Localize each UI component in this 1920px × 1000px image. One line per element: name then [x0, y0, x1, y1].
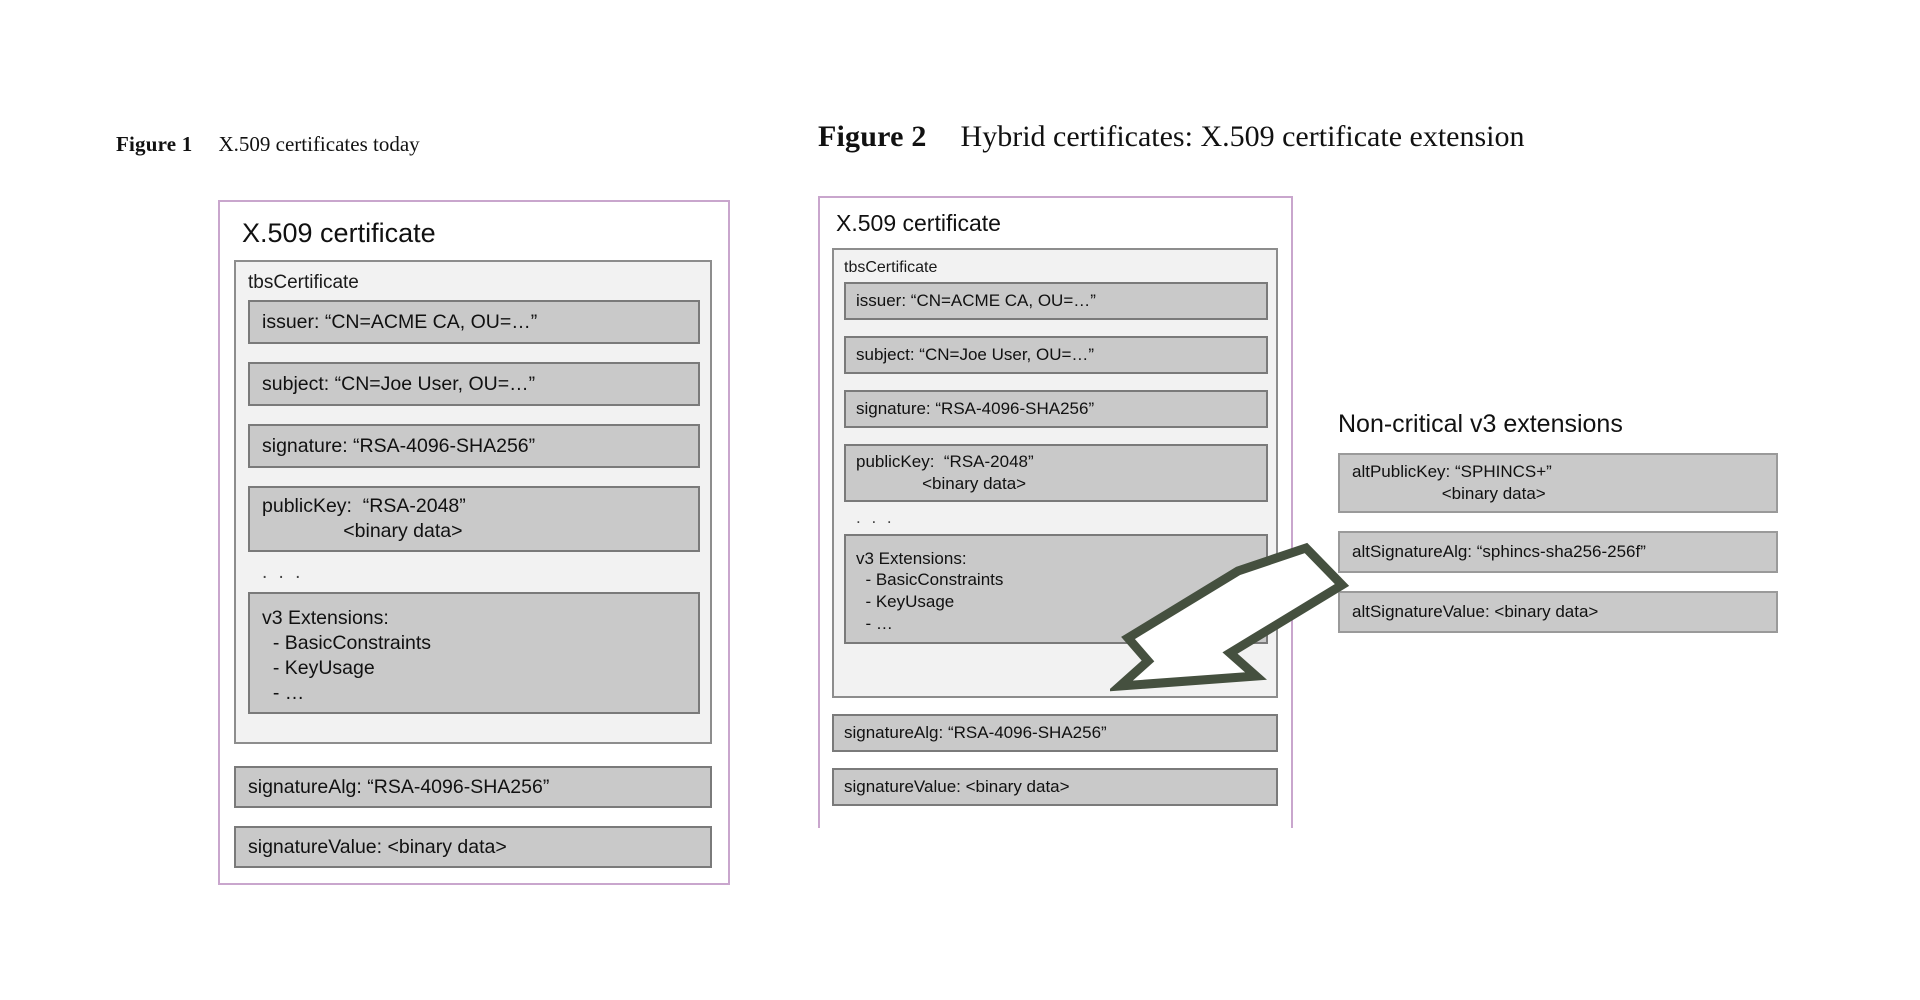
figure-1-certificate-card: X.509 certificate tbsCertificate issuer:…	[218, 200, 730, 885]
non-critical-extensions-title: Non-critical v3 extensions	[1338, 410, 1623, 438]
figure-1-field-publickey: publicKey: “RSA-2048” <binary data>	[248, 486, 700, 552]
extension-altpublickey-line-2: <binary data>	[1352, 484, 1546, 503]
figure-1-field-publickey-line-1: publicKey: “RSA-2048”	[262, 495, 466, 518]
figure-2-field-subject: subject: “CN=Joe User, OU=…”	[844, 336, 1268, 374]
figure-1-caption: Figure 1 X.509 certificates today	[116, 132, 420, 157]
figure-1-v3-extensions-line-4: - …	[262, 681, 305, 704]
figure-1-field-signaturealg-text: signatureAlg: “RSA-4096-SHA256”	[248, 775, 550, 798]
figure-2-field-publickey-line-1: publicKey: “RSA-2048”	[856, 452, 1034, 472]
figure-2-v3-extensions-line-1: v3 Extensions:	[856, 548, 967, 568]
non-critical-extensions-panel: Non-critical v3 extensions altPublicKey:…	[1338, 412, 1798, 651]
figure-2-card-title: X.509 certificate	[836, 210, 1001, 236]
figure-1-field-issuer-text: issuer: “CN=ACME CA, OU=…”	[262, 310, 538, 333]
figure-2-field-publickey: publicKey: “RSA-2048” <binary data>	[844, 444, 1268, 502]
figure-1-field-signature: signature: “RSA-4096-SHA256”	[248, 424, 700, 468]
figure-1-field-subject: subject: “CN=Joe User, OU=…”	[248, 362, 700, 406]
figure-2-caption-label: Figure 2	[818, 120, 927, 153]
extension-altpublickey-line-1: altPublicKey: “SPHINCS+”	[1352, 462, 1552, 482]
figure-2-field-subject-text: subject: “CN=Joe User, OU=…”	[856, 345, 1095, 365]
figure-2-field-signaturevalue-text: signatureValue: <binary data>	[844, 777, 1070, 797]
figure-1-ellipsis-separator: . . .	[262, 562, 304, 583]
figure-2-field-signature-text: signature: “RSA-4096-SHA256”	[856, 399, 1095, 419]
figure-1-v3-extensions-line-1: v3 Extensions:	[262, 607, 389, 630]
figure-1-field-subject-text: subject: “CN=Joe User, OU=…”	[262, 372, 536, 395]
figure-2-tbscertificate-label: tbsCertificate	[844, 259, 938, 276]
figure-2-field-signature: signature: “RSA-4096-SHA256”	[844, 390, 1268, 428]
figure-2-field-signaturealg: signatureAlg: “RSA-4096-SHA256”	[832, 714, 1278, 752]
figure-1-field-signaturevalue-text: signatureValue: <binary data>	[248, 835, 507, 858]
extension-altsignaturevalue-text: altSignatureValue: <binary data>	[1352, 602, 1599, 622]
figure-1-field-signature-text: signature: “RSA-4096-SHA256”	[262, 434, 536, 457]
figure-2-field-publickey-line-2: <binary data>	[856, 474, 1027, 493]
figure-1-tbscertificate-label: tbsCertificate	[248, 272, 359, 293]
figure-2-field-signaturevalue: signatureValue: <binary data>	[832, 768, 1278, 806]
figure-2-ellipsis-separator: . . .	[856, 508, 895, 527]
figure-2-v3-extensions-line-4: - …	[856, 613, 893, 633]
figure-2-v3-extensions-line-2: - BasicConstraints	[856, 570, 1004, 590]
figure-2-field-signaturealg-text: signatureAlg: “RSA-4096-SHA256”	[844, 723, 1107, 743]
extension-field-altpublickey: altPublicKey: “SPHINCS+” <binary data>	[1338, 453, 1778, 513]
figure-2-field-issuer: issuer: “CN=ACME CA, OU=…”	[844, 282, 1268, 320]
figure-1-caption-label: Figure 1	[116, 132, 193, 156]
extension-field-altsignaturevalue: altSignatureValue: <binary data>	[1338, 591, 1778, 633]
figure-1-field-signaturealg: signatureAlg: “RSA-4096-SHA256”	[234, 766, 712, 808]
extension-field-altsignaturealg: altSignatureAlg: “sphincs-sha256-256f”	[1338, 531, 1778, 573]
figure-1-field-v3-extensions: v3 Extensions: - BasicConstraints - KeyU…	[248, 592, 700, 714]
figure-1-v3-extensions-line-3: - KeyUsage	[262, 657, 375, 679]
figure-2-caption: Figure 2 Hybrid certificates: X.509 certi…	[818, 120, 1524, 154]
figure-2-field-issuer-text: issuer: “CN=ACME CA, OU=…”	[856, 291, 1096, 311]
figure-1-field-signaturevalue: signatureValue: <binary data>	[234, 826, 712, 868]
figure-2-tbscertificate-box: tbsCertificate issuer: “CN=ACME CA, OU=……	[832, 248, 1278, 698]
figure-1-field-issuer: issuer: “CN=ACME CA, OU=…”	[248, 300, 700, 344]
figure-2-field-v3-extensions: v3 Extensions: - BasicConstraints - KeyU…	[844, 534, 1268, 644]
figure-1-caption-title: X.509 certificates today	[218, 132, 420, 156]
figure-1-v3-extensions-line-2: - BasicConstraints	[262, 632, 432, 655]
extension-altsignaturealg-text: altSignatureAlg: “sphincs-sha256-256f”	[1352, 542, 1646, 562]
figure-2-caption-title: Hybrid certificates: X.509 certificate e…	[960, 120, 1525, 153]
figure-1-card-title: X.509 certificate	[242, 218, 436, 248]
figure-2-v3-extensions-line-3: - KeyUsage	[856, 592, 955, 611]
figure-1-tbscertificate-box: tbsCertificate issuer: “CN=ACME CA, OU=……	[234, 260, 712, 744]
figure-1-field-publickey-line-2: <binary data>	[262, 520, 463, 542]
figure-2-certificate-card: X.509 certificate tbsCertificate issuer:…	[818, 196, 1293, 828]
